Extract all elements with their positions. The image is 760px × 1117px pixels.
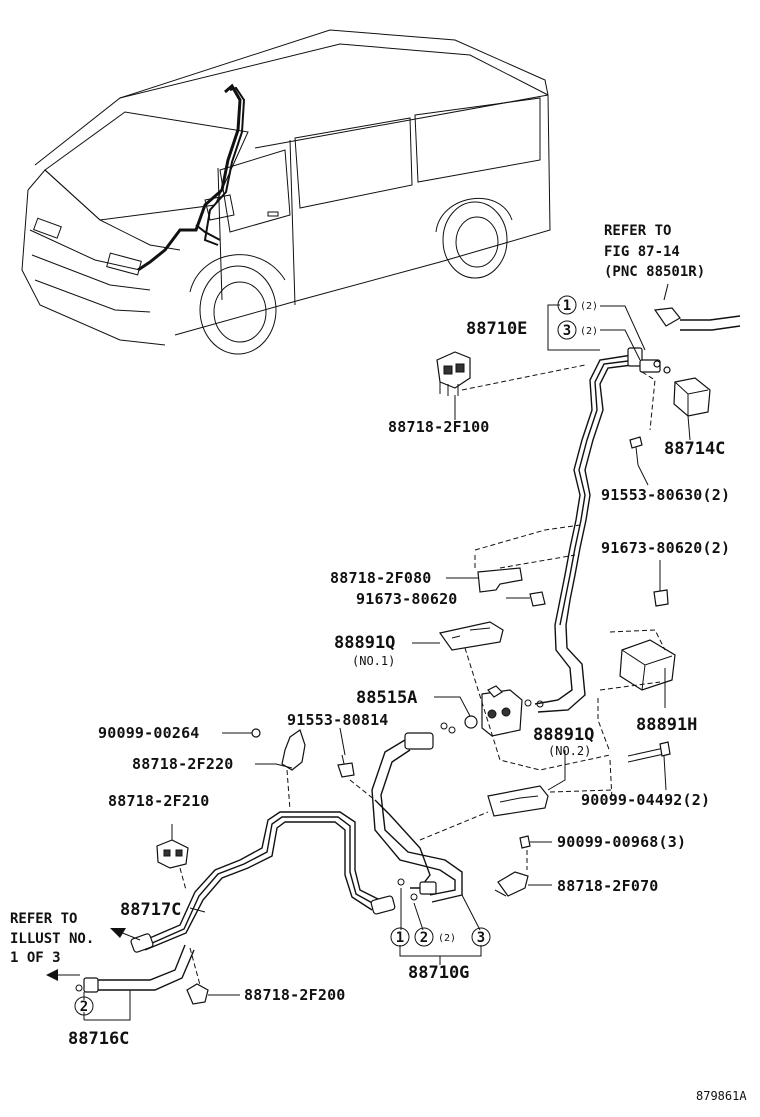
callout-1-top-text: 1 — [563, 298, 571, 314]
callout-1-top-qty: (2) — [580, 301, 598, 312]
label-88710G: 88710G — [408, 963, 469, 983]
callout-2-bottom-qty: (2) — [438, 933, 456, 944]
callout-1-top — [557, 295, 577, 315]
callout-2-bottom — [414, 927, 434, 947]
label-88717C: 88717C — [120, 900, 181, 920]
label-88891Q-1: 88891Q — [334, 633, 395, 653]
ref-top-line2: FIG 87-14 — [604, 244, 680, 260]
label-88891Q-1-note: (NO.1) — [352, 654, 395, 668]
arrows — [46, 928, 126, 981]
callout-1-bottom-text: 1 — [396, 930, 404, 946]
ref-top-line1: REFER TO — [604, 223, 671, 239]
leader-dashes — [179, 364, 661, 986]
part-labels: REFER TO FIG 87-14 (PNC 88501R) 88710E 8… — [10, 223, 747, 1103]
label-91553-80630: 91553-80630(2) — [601, 486, 730, 504]
pipe-assembly — [83, 347, 671, 993]
callout-3-bottom-text: 3 — [477, 930, 485, 946]
callout-2-left — [74, 996, 94, 1016]
ref-left-line3: 1 OF 3 — [10, 950, 61, 966]
figure-id: 879861A — [696, 1089, 747, 1103]
label-88718-2F200: 88718-2F200 — [244, 986, 346, 1004]
ref-top-line3: (PNC 88501R) — [604, 264, 705, 280]
label-91673-80620-2: 91673-80620(2) — [601, 539, 730, 557]
label-91553-80814: 91553-80814 — [287, 711, 389, 729]
label-88891Q-2: 88891Q — [533, 725, 594, 745]
label-90099-00968: 90099-00968(3) — [557, 833, 686, 851]
label-90099-04492: 90099-04492(2) — [581, 791, 710, 809]
callout-3-top — [557, 320, 577, 340]
callout-1-bottom — [390, 927, 410, 947]
label-91673-80620: 91673-80620 — [356, 590, 458, 608]
label-88718-2F220: 88718-2F220 — [132, 755, 234, 773]
label-88710E: 88710E — [466, 319, 527, 339]
label-88714C: 88714C — [664, 439, 725, 459]
callout-3-bottom — [471, 927, 491, 947]
ref-left-line1: REFER TO — [10, 911, 77, 927]
label-88716C: 88716C — [68, 1029, 129, 1049]
callout-circles: 1 (2) 3 (2) 1 2 (2) 3 2 — [74, 295, 598, 1016]
callout-2-bottom-text: 2 — [420, 930, 428, 946]
label-88718-2F210: 88718-2F210 — [108, 792, 210, 810]
label-88718-2F080: 88718-2F080 — [330, 569, 432, 587]
leader-lines — [56, 304, 691, 1021]
callout-3-top-qty: (2) — [580, 326, 598, 337]
callout-2-left-text: 2 — [80, 999, 88, 1015]
callout-3-top-text: 3 — [563, 323, 571, 339]
van-illustration — [21, 29, 551, 355]
components — [75, 283, 741, 1005]
label-88891H: 88891H — [636, 715, 697, 735]
label-88515A: 88515A — [356, 688, 417, 708]
label-88718-2F070: 88718-2F070 — [557, 877, 659, 895]
ref-left-line2: ILLUST NO. — [10, 931, 94, 947]
label-88718-2F100: 88718-2F100 — [388, 418, 490, 436]
label-90099-00264: 90099-00264 — [98, 724, 200, 742]
label-88891Q-2-note: (NO.2) — [548, 744, 591, 758]
